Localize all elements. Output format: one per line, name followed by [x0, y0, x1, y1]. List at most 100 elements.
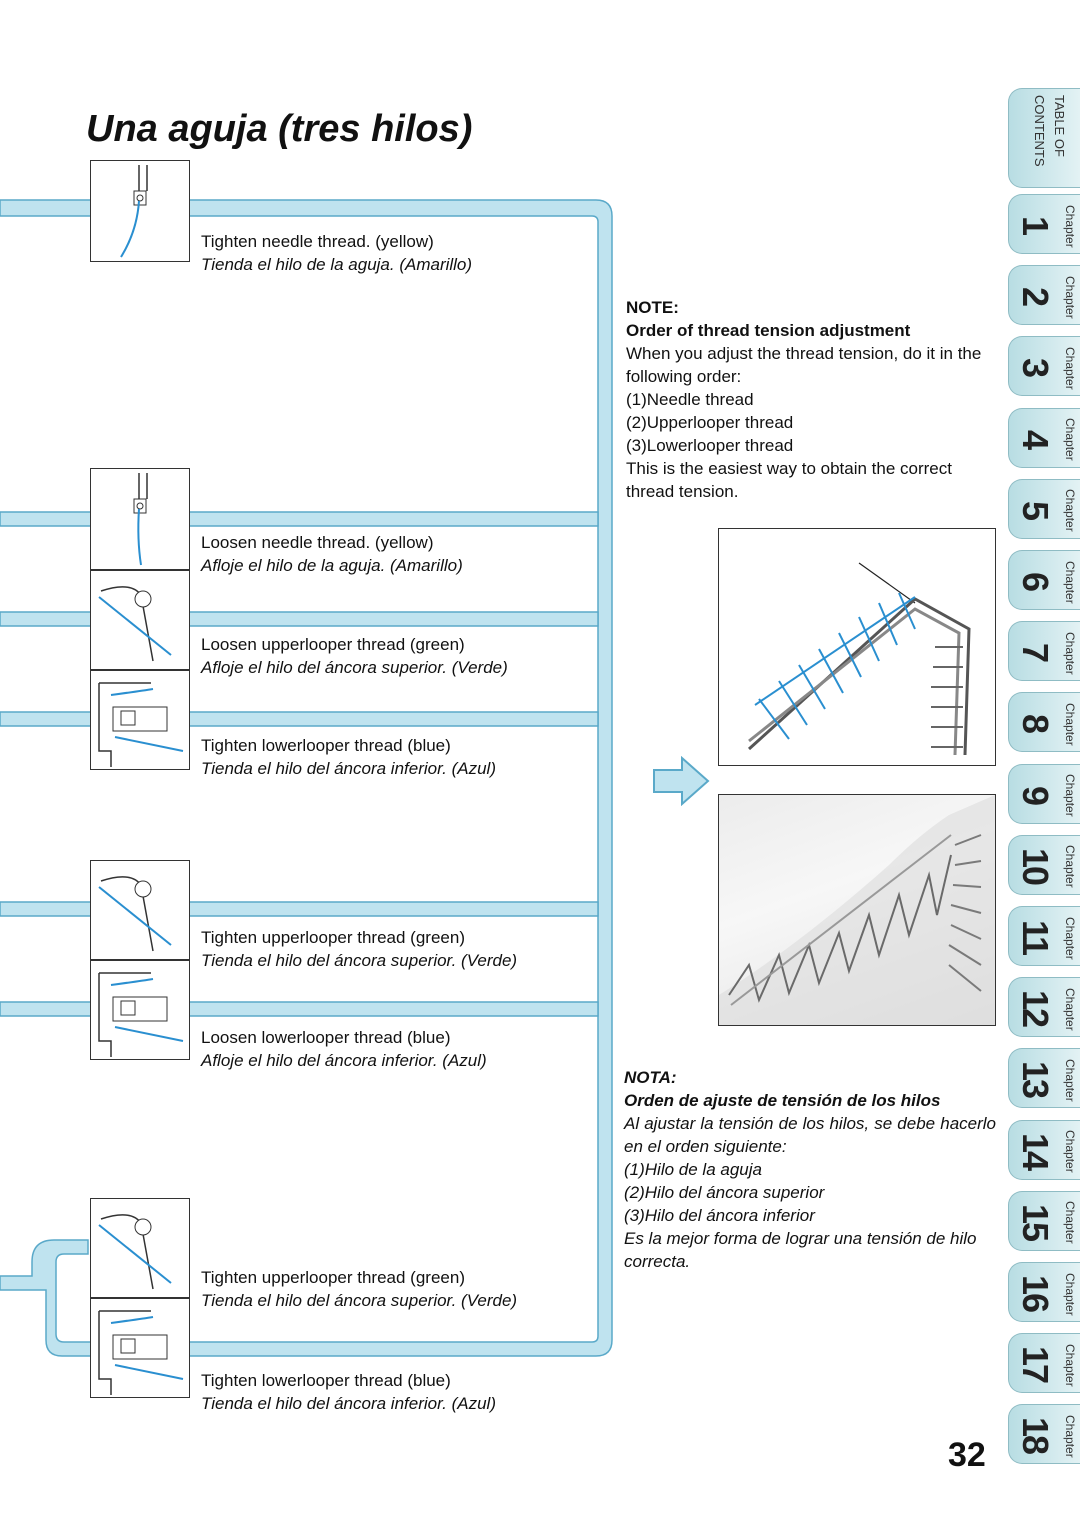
tab-number: 16 — [1015, 1274, 1056, 1312]
tab-number: 6 — [1015, 571, 1056, 591]
step-caption: Tighten lowerlooper thread (blue) Tienda… — [201, 1369, 496, 1415]
tab-chapter-18[interactable]: 18 Chapter — [1008, 1404, 1080, 1465]
tab-chapter-12[interactable]: 12 Chapter — [1008, 977, 1080, 1038]
tab-label: Chapter — [1063, 631, 1077, 675]
step-caption-en: Loosen lowerlooper thread (blue) — [201, 1028, 451, 1047]
tab-chapter-17[interactable]: 17 Chapter — [1008, 1333, 1080, 1394]
stitch-diagram — [718, 528, 996, 766]
tab-chapter-8[interactable]: 8 Chapter — [1008, 692, 1080, 753]
nota-outro: Es la mejor forma de lograr una tensión … — [624, 1229, 977, 1271]
lowerlooper-illustration — [90, 670, 190, 770]
tab-label: Chapter — [1063, 1130, 1077, 1173]
tab-label: Chapter — [1063, 1201, 1077, 1245]
page-title: Una aguja (tres hilos) — [86, 108, 473, 150]
list-item: (3)Hilo del áncora inferior — [624, 1206, 815, 1225]
tab-chapter-9[interactable]: 9 Chapter — [1008, 763, 1080, 824]
nota-list: (1)Hilo de la aguja (2)Hilo del áncora s… — [624, 1158, 996, 1227]
tab-chapter-5[interactable]: 5 Chapter — [1008, 478, 1080, 539]
list-item: (1)Hilo de la aguja — [624, 1160, 762, 1179]
tab-chapter-7[interactable]: 7 Chapter — [1008, 621, 1080, 682]
step-caption-es: Tienda el hilo del áncora superior. (Ver… — [201, 951, 518, 970]
note-box: NOTE: Order of thread tension adjustment… — [626, 296, 998, 503]
step-caption-en: Tighten lowerlooper thread (blue) — [201, 736, 451, 755]
step-caption: Tighten lowerlooper thread (blue) Tienda… — [201, 734, 496, 780]
lowerlooper-illustration — [90, 960, 190, 1060]
tab-chapter-2[interactable]: 2 Chapter — [1008, 265, 1080, 326]
needle-thread-illustration — [90, 468, 190, 570]
tab-label: Chapter — [1063, 418, 1077, 461]
step-caption: Loosen needle thread. (yellow) Afloje el… — [201, 531, 463, 577]
step-caption-en: Tighten lowerlooper thread (blue) — [201, 1371, 451, 1390]
step-caption: Loosen upperlooper thread (green) Afloje… — [201, 633, 508, 679]
tab-chapter-14[interactable]: 14 Chapter — [1008, 1119, 1080, 1180]
tab-number: 15 — [1015, 1203, 1056, 1240]
tab-label: Chapter — [1063, 845, 1077, 889]
tab-label: Chapter — [1063, 987, 1077, 1031]
tab-chapter-15[interactable]: 15 Chapter — [1008, 1190, 1080, 1251]
tab-number: 14 — [1015, 1132, 1056, 1169]
tab-chapter-13[interactable]: 13 Chapter — [1008, 1048, 1080, 1109]
tab-label: Chapter — [1063, 703, 1077, 746]
tab-table-of-contents[interactable]: TABLE OF CONTENTS — [1008, 88, 1080, 188]
right-arrow-icon — [653, 756, 710, 806]
tab-number: 2 — [1015, 287, 1056, 306]
tab-label: Chapter — [1063, 489, 1077, 533]
step-caption-en: Loosen upperlooper thread (green) — [201, 635, 465, 654]
tab-label: Chapter — [1063, 1415, 1077, 1458]
step-caption-en: Tighten upperlooper thread (green) — [201, 1268, 465, 1287]
list-item: (2)Hilo del áncora superior — [624, 1183, 825, 1202]
note-list: (1)Needle thread (2)Upperlooper thread (… — [626, 388, 998, 457]
step-caption-es: Afloje el hilo de la aguja. (Amarillo) — [201, 556, 463, 575]
upperlooper-illustration — [90, 1198, 190, 1298]
tab-label: Chapter — [1063, 916, 1077, 960]
step-caption-es: Tienda el hilo del áncora inferior. (Azu… — [201, 1394, 496, 1413]
step-caption-en: Tighten upperlooper thread (green) — [201, 928, 465, 947]
step-caption-es: Afloje el hilo del áncora inferior. (Azu… — [201, 1051, 487, 1070]
step-caption-es: Afloje el hilo del áncora superior. (Ver… — [201, 658, 508, 677]
list-item: (3)Lowerlooper thread — [626, 436, 794, 455]
nota-subheading: Orden de ajuste de tensión de los hilos — [624, 1091, 941, 1110]
step-caption: Tighten upperlooper thread (green) Tiend… — [201, 926, 517, 972]
step-caption-es: Tienda el hilo de la aguja. (Amarillo) — [201, 255, 473, 274]
tab-chapter-16[interactable]: 16 Chapter — [1008, 1262, 1080, 1322]
list-item: (1)Needle thread — [626, 390, 754, 409]
tab-number: 9 — [1015, 785, 1056, 804]
tab-label: Chapter — [1063, 275, 1077, 319]
tab-chapter-6[interactable]: 6 Chapter — [1008, 550, 1080, 610]
step-caption: Tighten needle thread. (yellow) Tienda e… — [201, 230, 472, 276]
tab-number: 1 — [1015, 215, 1056, 235]
step-caption-es: Tienda el hilo del áncora superior. (Ver… — [201, 1291, 518, 1310]
tab-label: Chapter — [1063, 1272, 1077, 1316]
tab-number: 12 — [1015, 990, 1056, 1027]
note-intro: When you adjust the thread tension, do i… — [626, 344, 982, 386]
tab-number: 18 — [1015, 1417, 1056, 1454]
tab-label: Chapter — [1063, 560, 1077, 604]
page-number: 32 — [948, 1436, 986, 1474]
step-caption-en: Tighten needle thread. (yellow) — [201, 232, 434, 251]
tab-label: Chapter — [1063, 774, 1077, 817]
tab-label: Chapter — [1063, 1343, 1077, 1387]
tab-number: 10 — [1015, 847, 1056, 884]
nota-box: NOTA: Orden de ajuste de tensión de los … — [624, 1066, 996, 1273]
tab-number: 8 — [1015, 714, 1056, 733]
list-item: (2)Upperlooper thread — [626, 413, 794, 432]
tab-number: 17 — [1015, 1346, 1056, 1383]
tab-number: 7 — [1015, 643, 1056, 662]
tab-label: Chapter — [1063, 1059, 1077, 1102]
lowerlooper-illustration — [90, 1298, 190, 1398]
note-subheading: Order of thread tension adjustment — [626, 321, 911, 340]
tab-chapter-10[interactable]: 10 Chapter — [1008, 834, 1080, 895]
step-caption-es: Tienda el hilo del áncora inferior. (Azu… — [201, 759, 496, 778]
nota-heading: NOTA: — [624, 1068, 677, 1087]
upperlooper-illustration — [90, 860, 190, 960]
tab-number: 13 — [1015, 1061, 1056, 1098]
tab-number: 5 — [1015, 500, 1056, 519]
step-caption-en: Loosen needle thread. (yellow) — [201, 533, 434, 552]
note-outro: This is the easiest way to obtain the co… — [626, 459, 952, 501]
tab-number: 3 — [1015, 358, 1056, 377]
